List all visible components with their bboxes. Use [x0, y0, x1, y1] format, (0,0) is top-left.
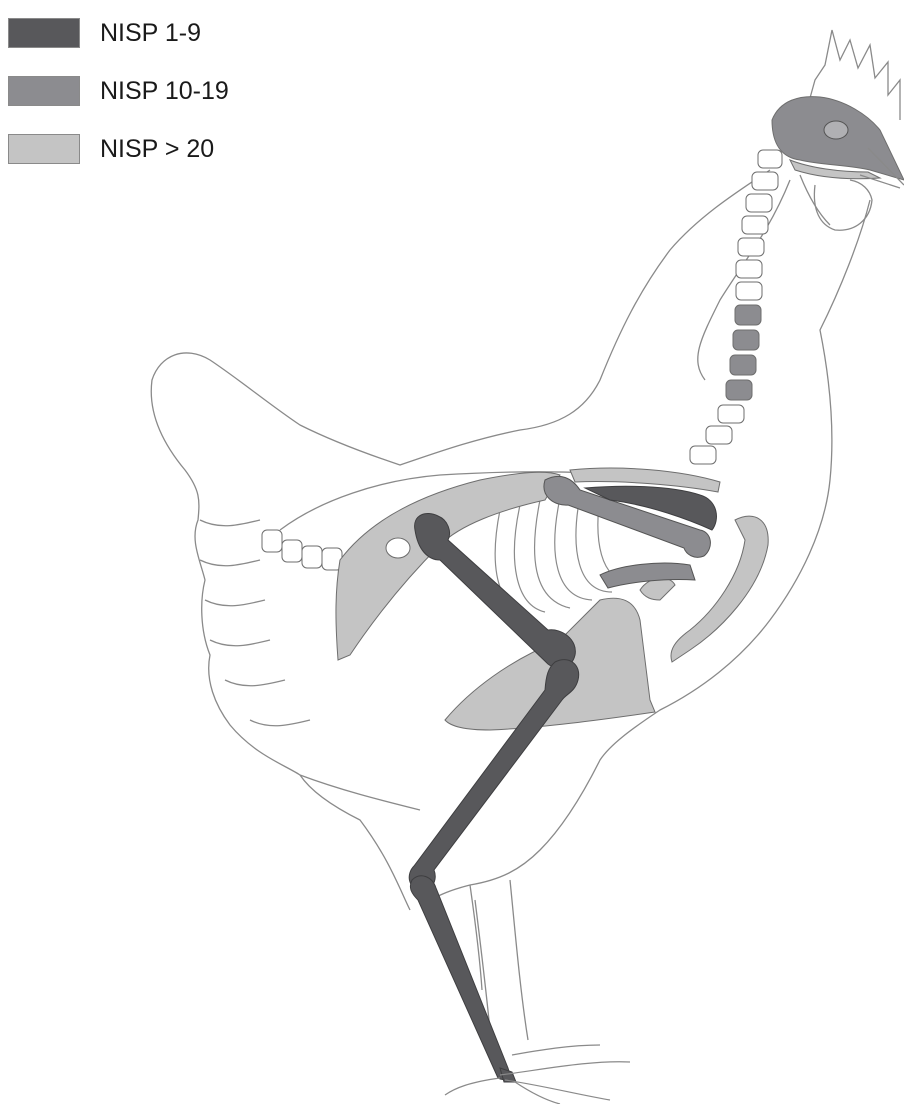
legend-label: NISP > 20 [100, 134, 214, 164]
feet-outline [445, 1045, 630, 1104]
tarsometatarsus [410, 876, 509, 1080]
tail-vertebrae [262, 530, 342, 570]
chicken-head [772, 30, 904, 230]
eye-orbit [824, 121, 848, 139]
femur [415, 514, 576, 669]
cervical-vertebrae [690, 150, 782, 464]
legend-item-nisp-10-19: NISP 10-19 [8, 64, 268, 100]
legend-label: NISP 10-19 [100, 76, 229, 106]
legend-item-nisp-over-20: NISP > 20 [8, 122, 268, 158]
legend-swatch-light [8, 134, 80, 164]
legend-swatch-mid [8, 76, 80, 106]
legend: NISP 1-9 NISP 10-19 NISP > 20 [8, 6, 268, 180]
legend-item-nisp-1-9: NISP 1-9 [8, 6, 268, 42]
legend-label: NISP 1-9 [100, 18, 201, 48]
legend-swatch-dark [8, 18, 80, 48]
